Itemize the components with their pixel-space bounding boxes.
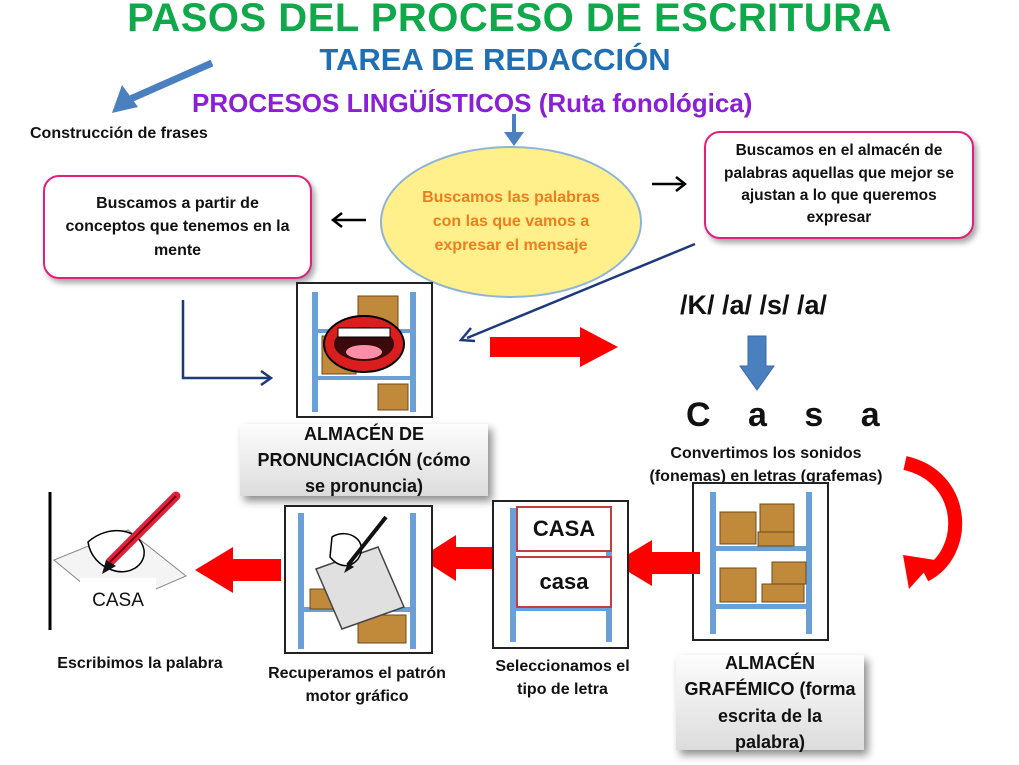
concepts-box: Buscamos a partir de conceptos que tenem… (43, 175, 312, 279)
write-word-label: Escribimos la palabra (57, 655, 223, 672)
graphemic-store-text: ALMACÉN GRAFÉMICO (forma escrita de la p… (684, 653, 856, 752)
red-arrow-left-icon (420, 535, 501, 581)
processes-heading: PROCESOS LINGÜÍSTICOS (Ruta fonológica) (192, 88, 753, 118)
writing-image: CASA (48, 490, 188, 632)
shelf-boxes-icon (710, 492, 812, 634)
search-words-text: Buscamos las palabras con las que vamos … (422, 189, 600, 254)
lowercase-word: casa (516, 556, 612, 608)
red-arrow-left-icon (614, 540, 700, 586)
diagonal-arrow-icon (458, 242, 696, 343)
graphemic-store-box: ALMACÉN GRAFÉMICO (forma escrita de la p… (676, 653, 864, 752)
graphemic-store-image (692, 482, 829, 641)
left-arrow-icon (330, 212, 366, 228)
red-arrow-left-icon (195, 547, 281, 593)
motor-pattern-label: Recuperamos el patrón motor gráfico (268, 665, 446, 706)
word-letters-text: C a s a (686, 396, 894, 434)
blue-arrow-icon (112, 59, 214, 113)
lexicon-store-box: Buscamos en el almacén de palabras aquel… (704, 131, 974, 239)
shelf-mouth-icon (312, 292, 416, 412)
font-store-image: CASA casa (492, 500, 629, 649)
right-arrow-icon (652, 176, 688, 192)
blue-down-arrow-icon (739, 335, 775, 391)
phonemes-text: /K/ /a/ /s/ /a/ (680, 290, 828, 320)
convert-sounds-label: Convertimos los sonidos (fonemas) en let… (649, 445, 883, 486)
pronunciation-store-image (296, 282, 433, 418)
pronunciation-store-text: ALMACÉN DE PRONUNCIACIÓN (cómo se pronun… (257, 423, 471, 497)
written-word: CASA (80, 578, 156, 624)
down-arrow-icon (504, 114, 524, 146)
page-subtitle: TAREA DE REDACCIÓN (319, 42, 671, 77)
concepts-text: Buscamos a partir de conceptos que tenem… (65, 195, 290, 259)
writing-hand-icon (298, 513, 416, 649)
search-words-ellipse: Buscamos las palabras con las que vamos … (380, 146, 642, 298)
page-title: PASOS DEL PROCESO DE ESCRITURA (127, 0, 892, 40)
lexicon-store-text: Buscamos en el almacén de palabras aquel… (723, 142, 955, 227)
motor-pattern-image (284, 505, 433, 654)
select-font-label: Seleccionamos el tipo de letra (495, 658, 630, 699)
sentence-construction-label: Construcción de frases (30, 125, 208, 142)
pronunciation-store-box: ALMACÉN DE PRONUNCIACIÓN (cómo se pronun… (240, 424, 488, 496)
uppercase-word: CASA (516, 506, 612, 552)
curved-red-arrow-icon (903, 456, 963, 589)
red-arrow-right-icon (490, 327, 618, 367)
connector-arrow-icon (181, 300, 274, 387)
